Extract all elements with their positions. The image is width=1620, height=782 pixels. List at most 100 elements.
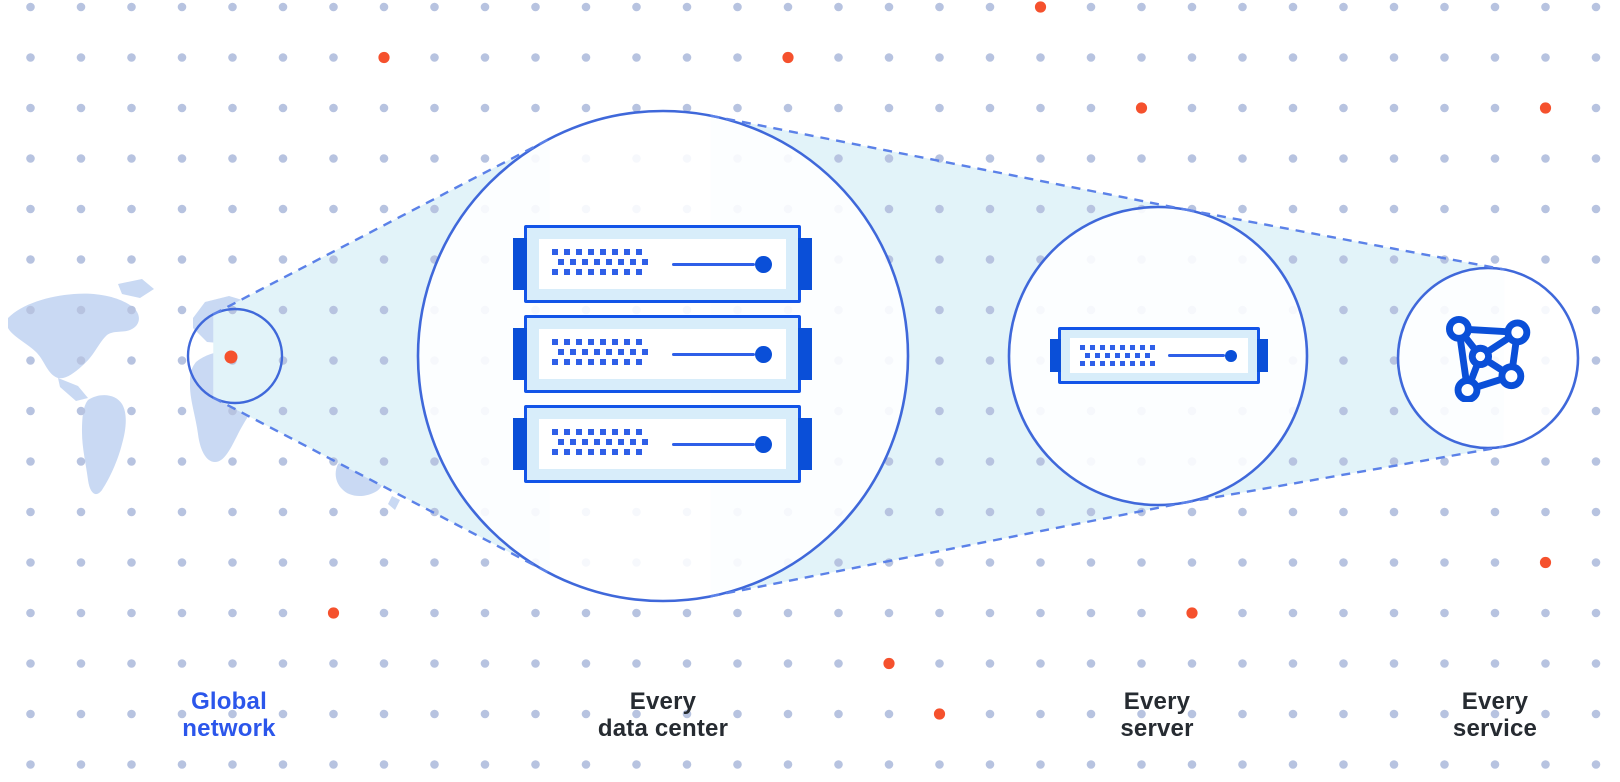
grid-dot bbox=[1490, 154, 1500, 163]
grid-dot bbox=[76, 255, 86, 264]
grid-dot bbox=[935, 103, 944, 113]
grid-dot bbox=[632, 608, 641, 618]
grid-dot bbox=[1339, 608, 1348, 618]
grid-dot bbox=[1541, 53, 1550, 62]
grid-dot bbox=[430, 608, 439, 618]
grid-dot bbox=[1541, 154, 1550, 163]
grid-dot bbox=[1137, 154, 1146, 163]
grid-dot bbox=[985, 608, 995, 618]
grid-dot bbox=[531, 659, 540, 668]
grid-dot bbox=[1591, 608, 1601, 618]
grid-dot bbox=[26, 507, 35, 517]
grid-dot bbox=[884, 103, 894, 113]
grid-dot bbox=[228, 709, 237, 719]
grid-dot bbox=[379, 608, 389, 618]
grid-dot bbox=[1389, 204, 1399, 214]
grid-dot bbox=[329, 103, 338, 113]
grid-dot bbox=[1288, 53, 1298, 62]
grid-dot bbox=[985, 709, 995, 719]
grid-dot bbox=[1036, 709, 1045, 719]
orange-accent-dot bbox=[327, 607, 340, 619]
orange-accent-dot bbox=[1539, 102, 1552, 114]
grid-dot bbox=[26, 709, 35, 719]
grid-dot bbox=[278, 2, 288, 12]
grid-dot bbox=[935, 2, 944, 12]
grid-dot bbox=[1187, 558, 1197, 567]
grid-dot bbox=[278, 204, 288, 214]
grid-dot bbox=[278, 255, 288, 264]
grid-dot bbox=[1339, 709, 1348, 719]
grid-dot bbox=[1187, 53, 1197, 62]
label-line: Every bbox=[1461, 688, 1529, 715]
grid-dot bbox=[1490, 760, 1500, 769]
label-every-data-center: Every data center bbox=[473, 688, 853, 742]
grid-dot bbox=[1187, 659, 1197, 668]
grid-dot bbox=[76, 709, 86, 719]
grid-dot bbox=[127, 558, 136, 567]
grid-dot bbox=[278, 457, 288, 466]
grid-dot bbox=[26, 204, 35, 214]
led-indicator bbox=[755, 345, 772, 363]
grid-dot bbox=[76, 760, 86, 769]
grid-dot bbox=[783, 608, 793, 618]
grid-dot bbox=[177, 558, 187, 567]
grid-dot bbox=[228, 255, 237, 264]
grid-dot bbox=[733, 709, 742, 719]
grid-dot bbox=[1086, 154, 1096, 163]
grid-dot bbox=[1339, 204, 1348, 214]
grid-dot bbox=[581, 608, 591, 618]
grid-dot bbox=[76, 507, 86, 517]
grid-dot bbox=[76, 356, 86, 365]
grid-dot bbox=[1238, 608, 1247, 618]
dashed-tangent-line bbox=[1185, 208, 1505, 271]
grid-dot bbox=[733, 659, 742, 668]
grid-dot bbox=[1389, 255, 1399, 264]
grid-dot bbox=[1389, 709, 1399, 719]
grid-dot bbox=[1389, 103, 1399, 113]
grid-dot bbox=[228, 2, 237, 12]
grid-dot bbox=[480, 2, 490, 12]
grid-dot bbox=[1389, 305, 1399, 315]
grid-dot bbox=[1086, 204, 1096, 214]
grid-dot bbox=[127, 204, 136, 214]
grid-dot bbox=[1036, 760, 1045, 769]
grid-dot bbox=[127, 608, 136, 618]
grid-dot bbox=[1440, 507, 1449, 517]
grid-dot bbox=[76, 103, 86, 113]
grid-dot bbox=[430, 558, 439, 567]
grid-dot bbox=[531, 2, 540, 12]
grid-dot bbox=[228, 558, 237, 567]
grid-dot bbox=[379, 406, 389, 416]
data-center-rack-stack bbox=[513, 225, 812, 497]
grid-dot bbox=[379, 356, 389, 365]
grid-dot bbox=[379, 103, 389, 113]
grid-dot bbox=[1288, 457, 1298, 466]
orange-accent-dot bbox=[378, 51, 390, 64]
grid-dot bbox=[480, 709, 490, 719]
grid-dot bbox=[834, 558, 843, 567]
grid-dot bbox=[1440, 760, 1449, 769]
rack-handle-right bbox=[798, 238, 812, 290]
grid-dot bbox=[26, 154, 35, 163]
grid-dot bbox=[682, 760, 692, 769]
grid-dot bbox=[278, 760, 288, 769]
grid-dot bbox=[329, 53, 338, 62]
vent-dot-matrix bbox=[552, 429, 650, 459]
grid-dot bbox=[379, 2, 389, 12]
grid-dot bbox=[783, 659, 793, 668]
grid-dot bbox=[1591, 154, 1601, 163]
server-rack bbox=[1050, 327, 1268, 396]
grid-dot bbox=[985, 558, 995, 567]
grid-dot bbox=[379, 760, 389, 769]
grid-dot bbox=[1440, 154, 1449, 163]
grid-dot bbox=[1541, 457, 1550, 466]
grid-dot bbox=[379, 709, 389, 719]
grid-dot bbox=[1137, 659, 1146, 668]
grid-dot bbox=[1541, 2, 1550, 12]
grid-dot bbox=[1490, 507, 1500, 517]
grid-dot bbox=[884, 507, 894, 517]
grid-dot bbox=[1288, 507, 1298, 517]
grid-dot bbox=[682, 103, 692, 113]
grid-dot bbox=[1339, 103, 1348, 113]
grid-dot bbox=[127, 103, 136, 113]
